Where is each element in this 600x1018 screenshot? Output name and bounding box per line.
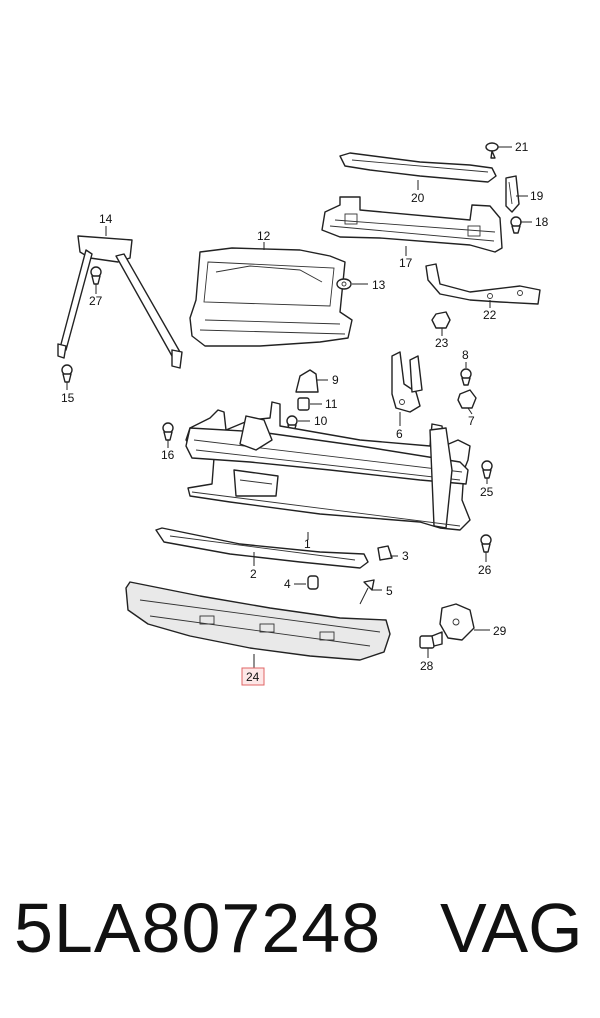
callout-24-highlight — [241, 667, 265, 686]
callout-labels: 21 20 19 18 14 12 17 13 27 22 23 8 9 15 … — [61, 140, 549, 686]
part-24-impact-absorber — [125, 581, 391, 661]
callout-1: 1 — [304, 537, 311, 551]
callout-15: 15 — [61, 391, 75, 405]
part-3-clip — [377, 545, 393, 561]
callout-25: 25 — [480, 485, 494, 499]
part-12-air-duct — [189, 247, 353, 347]
part-25-bolt — [481, 460, 493, 479]
part-21-screw — [485, 142, 499, 159]
part-1-bumper-carrier — [185, 401, 471, 531]
callout-17: 17 — [399, 256, 413, 270]
callout-8: 8 — [462, 348, 469, 362]
part-14-support-bracket — [57, 235, 183, 369]
part-13-nut — [336, 278, 352, 290]
callout-10: 10 — [314, 414, 328, 428]
callout-26: 26 — [478, 563, 492, 577]
callout-19: 19 — [530, 189, 544, 203]
part-28-sensor-holder — [419, 631, 443, 649]
callout-11: 11 — [325, 397, 338, 411]
callout-21: 21 — [515, 140, 529, 154]
callout-3: 3 — [402, 549, 409, 563]
part-20-upper-cross-member — [339, 152, 497, 183]
part-16-bolt — [162, 422, 174, 441]
part-23-nut — [431, 311, 451, 329]
part-11-clip — [297, 397, 310, 411]
callout-4: 4 — [284, 577, 291, 591]
part-18-screw — [510, 216, 522, 234]
part-2-spoiler-bracket — [155, 527, 369, 569]
part-26-bolt — [480, 534, 492, 553]
part-22-bracket — [425, 263, 541, 305]
callout-27: 27 — [89, 294, 103, 308]
callout-5: 5 — [386, 584, 393, 598]
callout-22: 22 — [483, 308, 497, 322]
part-8-bolt — [460, 368, 472, 386]
part-19-clip — [505, 175, 520, 213]
callout-12: 12 — [257, 229, 271, 243]
callout-16: 16 — [161, 448, 175, 462]
callout-28: 28 — [420, 659, 434, 673]
part-9-bracket — [295, 369, 319, 393]
callout-13: 13 — [372, 278, 386, 292]
brand-label: VAG — [440, 889, 583, 967]
part-6-bracket — [391, 351, 423, 413]
callout-23: 23 — [435, 336, 449, 350]
callout-6: 6 — [396, 427, 403, 441]
callout-29: 29 — [493, 624, 507, 638]
part-7-nut — [457, 389, 477, 409]
part-29-bracket — [439, 603, 475, 641]
part-27-bolt — [90, 266, 102, 285]
part-number: 5LA807248 — [14, 889, 382, 967]
part-15-bolt — [61, 364, 73, 383]
callout-9: 9 — [332, 373, 339, 387]
callout-24: 24 — [246, 670, 260, 684]
part-4-spacer — [307, 575, 319, 590]
callout-7: 7 — [468, 414, 475, 428]
part-17-cross-member — [321, 196, 503, 253]
callout-20: 20 — [411, 191, 425, 205]
callout-14: 14 — [99, 212, 113, 226]
part-5-clip — [359, 579, 375, 605]
callout-2: 2 — [250, 567, 257, 581]
callout-18: 18 — [535, 215, 549, 229]
leader-lines — [66, 146, 532, 668]
